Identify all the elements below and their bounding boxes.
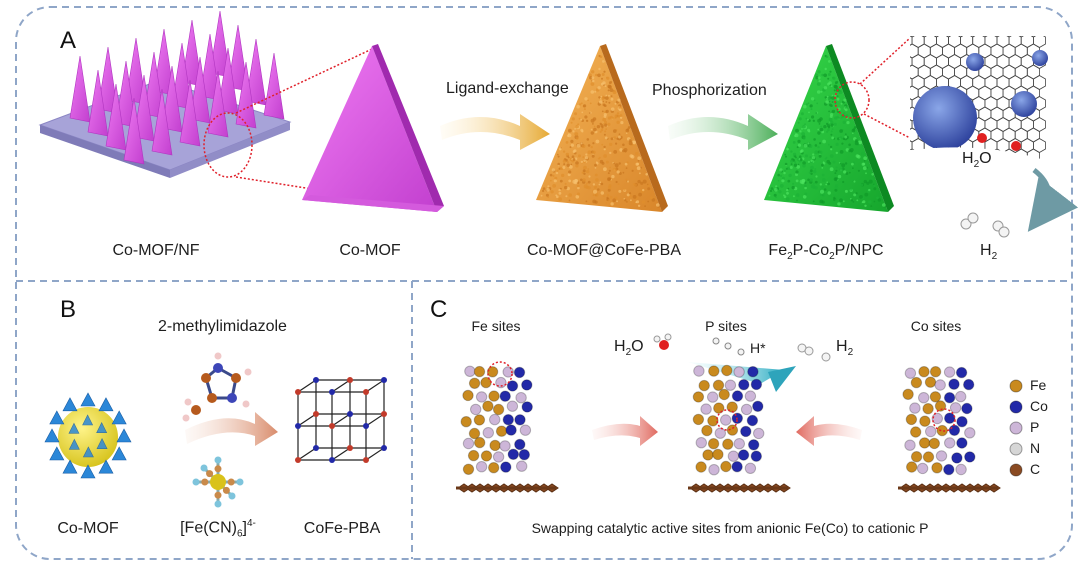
legend-swatch-c bbox=[1009, 463, 1023, 477]
product-part-1: Fe bbox=[768, 242, 788, 259]
h2o-a-h: H bbox=[962, 150, 974, 167]
step-ligand-exchange: Ligand-exchange bbox=[446, 80, 569, 97]
label-h2-a: H2 bbox=[980, 242, 997, 262]
label-co-mof: Co-MOF bbox=[339, 242, 401, 259]
cofe-pba-lattice bbox=[295, 377, 387, 463]
ligand-arrow-b bbox=[185, 412, 278, 446]
legend-swatch-n bbox=[1009, 442, 1023, 456]
label-co-mof-cofe-pba: Co-MOF@CoFe-PBA bbox=[526, 242, 682, 259]
product-sub-2: 2 bbox=[829, 251, 835, 263]
ferrocyanide-molecule bbox=[192, 456, 244, 508]
panel-label-b: B bbox=[60, 296, 77, 323]
legend-swatch-co bbox=[1009, 400, 1023, 414]
product-part-3: P/NPC bbox=[834, 242, 884, 259]
label-cofe-pba-b: CoFe-PBA bbox=[303, 520, 381, 537]
h2-a-sub: 2 bbox=[991, 251, 998, 263]
h2o-a-sub: 2 bbox=[973, 159, 980, 171]
label-h2o-c: H2O bbox=[614, 338, 644, 358]
h2-c-sub: 2 bbox=[847, 347, 854, 359]
label-h2-c: H2 bbox=[836, 338, 853, 358]
title-fe-sites: Fe sites bbox=[471, 318, 521, 334]
h2o-c-h: H bbox=[614, 338, 626, 355]
co-mof-nf-array bbox=[38, 10, 292, 178]
co-mof-cage bbox=[44, 392, 132, 479]
legend-swatch-fe bbox=[1009, 379, 1023, 393]
ligand-exchange-arrow bbox=[440, 114, 550, 150]
co-mof-triangle bbox=[302, 44, 444, 212]
legend-swatch-p bbox=[1009, 421, 1023, 435]
ferro-sup: 4- bbox=[247, 518, 256, 529]
legend-label-c: C bbox=[1030, 461, 1041, 477]
h-atoms-c bbox=[712, 337, 831, 362]
h2o-c-sub: 2 bbox=[625, 347, 632, 359]
h2-molecules-a bbox=[960, 212, 1010, 238]
label-h2o-a: H2O bbox=[962, 150, 992, 170]
h2-a-h: H bbox=[980, 242, 992, 259]
h2o-molecule-c bbox=[653, 333, 672, 350]
zoom-circle-a1 bbox=[203, 112, 253, 178]
label-2-methylimidazole: 2-methylimidazole bbox=[158, 318, 287, 335]
phosphide-triangle bbox=[764, 44, 894, 212]
arrow-co-to-p bbox=[796, 416, 862, 446]
title-co-sites: Co sites bbox=[910, 318, 962, 334]
outer-frame bbox=[15, 6, 1073, 560]
label-phosphide: Fe2P-Co2P/NPC bbox=[768, 242, 883, 262]
label-ferrocyanide: [Fe(CN)6]4- bbox=[180, 518, 256, 540]
legend-label-fe: Fe bbox=[1030, 377, 1047, 393]
imidazole-molecule bbox=[182, 352, 252, 422]
legend-label-n: N bbox=[1030, 440, 1041, 456]
h2o-c-o: O bbox=[631, 338, 644, 355]
caption-swapping-sites: Swapping catalytic active sites from ani… bbox=[531, 520, 929, 536]
ferro-close: ] bbox=[242, 519, 247, 537]
legend-label-p: P bbox=[1030, 419, 1040, 435]
phosphorization-arrow bbox=[668, 114, 778, 150]
ferro-sub: 6 bbox=[236, 528, 243, 540]
label-co-mof-b: Co-MOF bbox=[57, 520, 119, 537]
zoom-circle-a2 bbox=[834, 81, 870, 119]
co-mof-cofe-pba-triangle bbox=[536, 44, 668, 212]
product-sub-1: 2 bbox=[787, 251, 793, 263]
arrow-fe-to-p bbox=[592, 416, 658, 446]
h2o-a-o: O bbox=[979, 150, 992, 167]
ferro-base: [Fe(CN) bbox=[180, 519, 237, 537]
legend-label-co: Co bbox=[1030, 398, 1048, 414]
panel-label-c: C bbox=[430, 296, 448, 323]
title-p-sites: P sites bbox=[705, 318, 747, 334]
h2-release-arrow bbox=[1027, 168, 1079, 232]
h2-c-h: H bbox=[836, 338, 848, 355]
product-part-2: P-Co bbox=[792, 242, 830, 259]
step-phosphorization: Phosphorization bbox=[652, 82, 767, 99]
label-co-mof-nf: Co-MOF/NF bbox=[112, 242, 200, 259]
panel-label-a: A bbox=[60, 27, 77, 54]
label-h-star: H* bbox=[750, 340, 766, 356]
